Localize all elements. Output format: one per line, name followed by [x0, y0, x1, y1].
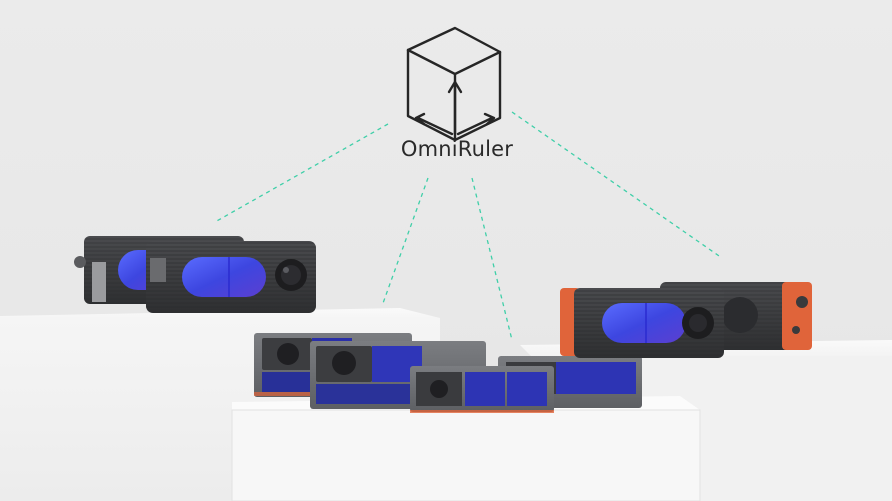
left-device-front [146, 241, 316, 313]
connector-line-left [214, 123, 389, 223]
brand-name: OmniRuler [400, 137, 514, 161]
center-pedestal [231, 396, 701, 501]
cube-axes-icon [406, 26, 502, 142]
connector-lines [214, 111, 723, 341]
connector-line-right [511, 111, 723, 259]
connector-line-center-left [381, 177, 429, 307]
right-device-front [560, 288, 724, 358]
center-device-4 [410, 366, 554, 413]
connector-line-center-right [471, 177, 513, 341]
